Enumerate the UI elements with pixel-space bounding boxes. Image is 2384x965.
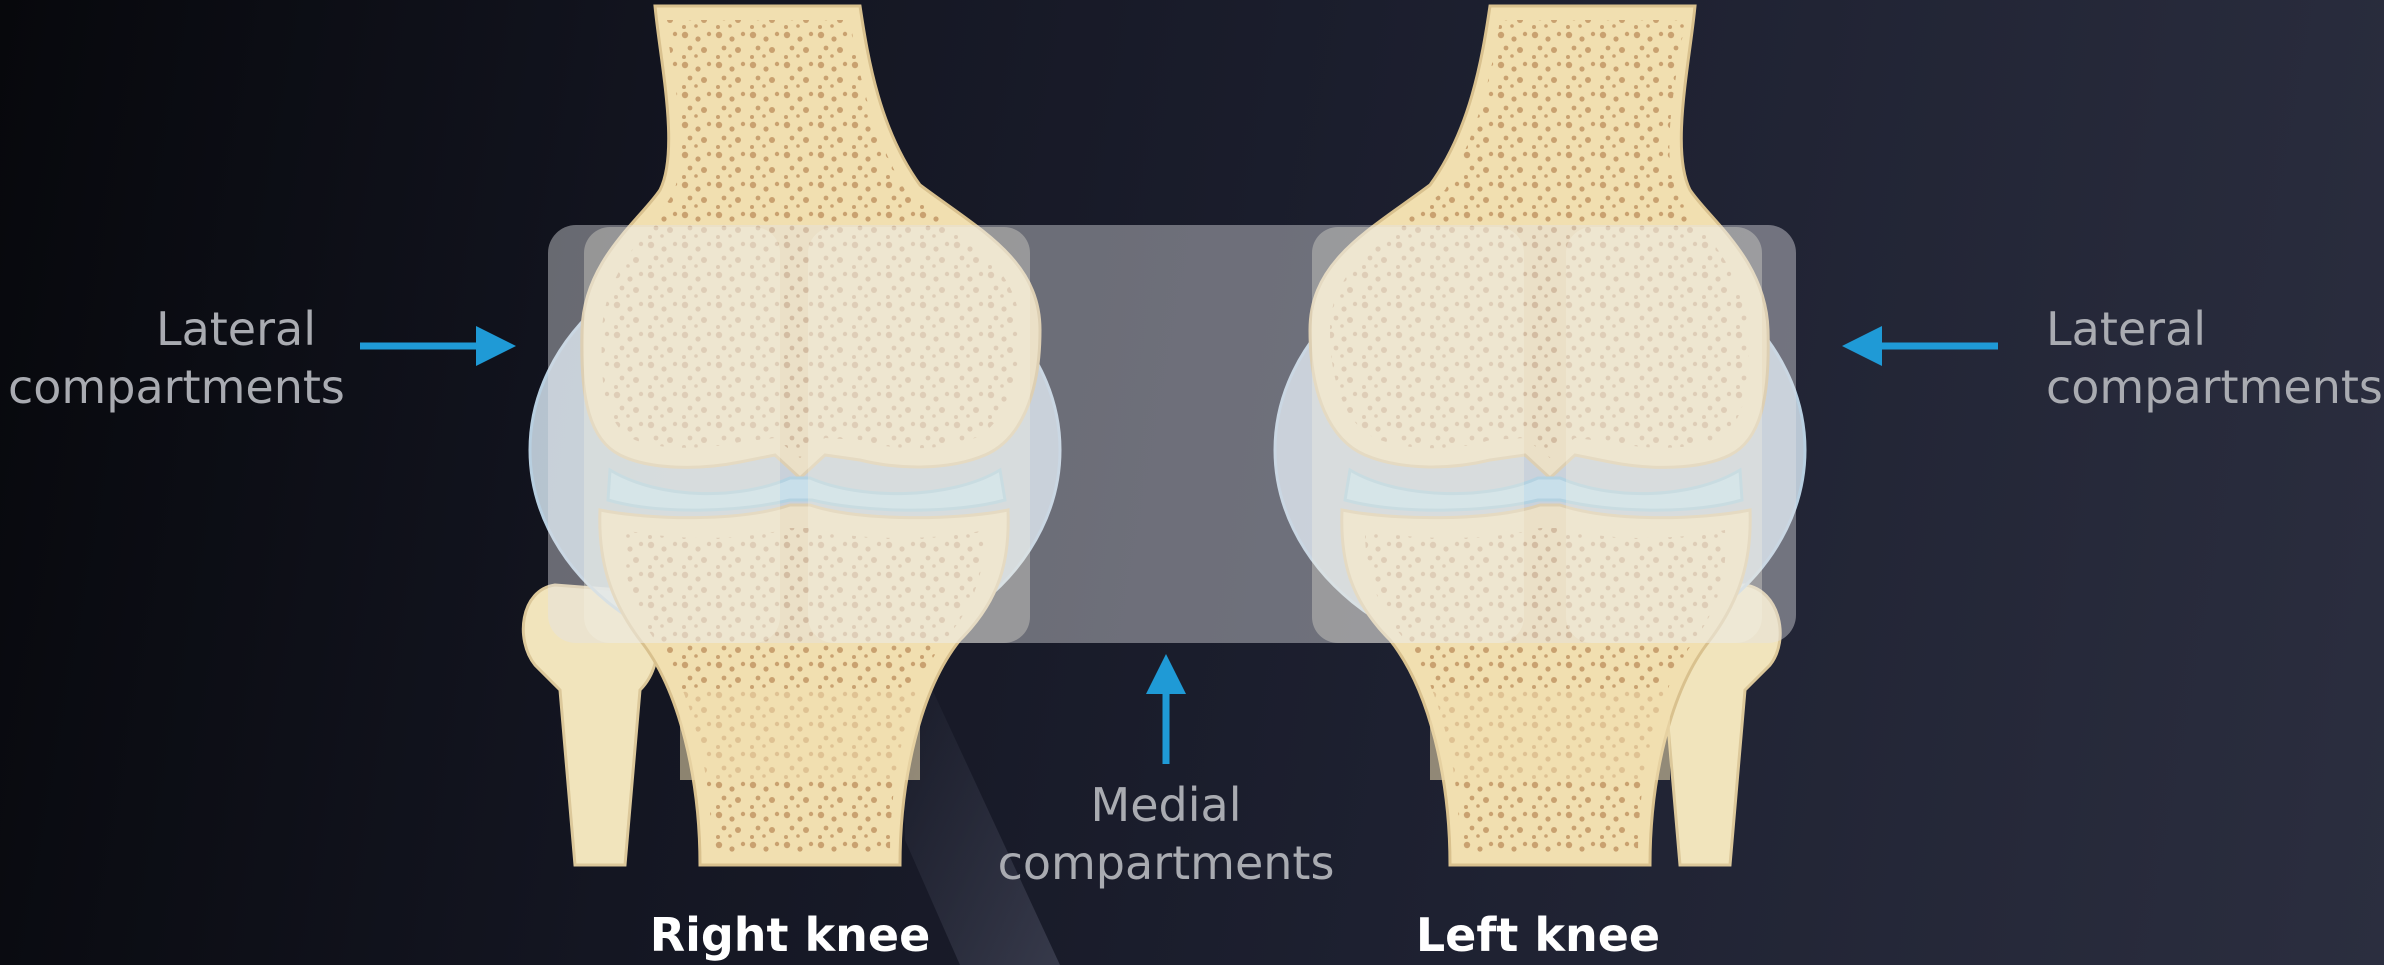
lateral-left-arrow [360,326,516,366]
left-knee-medial-compartment [1312,227,1524,643]
medial-arrow [1146,654,1186,764]
lateral-left-line2: compartments [8,358,316,416]
lateral-left-line1: Lateral [8,300,316,358]
right-knee-lateral-compartment [584,227,780,643]
medial-line2: compartments [996,834,1336,892]
lateral-right-line1: Lateral [2046,300,2376,358]
left-knee-lateral-compartment [1566,227,1762,643]
left-knee-caption: Left knee [1338,908,1738,962]
right-knee-caption: Right knee [590,908,990,962]
lateral-right-line2: compartments [2046,358,2376,416]
right-knee-medial-compartment [808,227,1030,643]
lateral-right-arrow [1842,326,1998,366]
medial-line1: Medial [996,776,1336,834]
medial-compartments-label: Medial compartments [996,776,1336,892]
lateral-compartments-label-right: Lateral compartments [2046,300,2376,416]
lateral-compartments-label-left: Lateral compartments [8,300,316,416]
